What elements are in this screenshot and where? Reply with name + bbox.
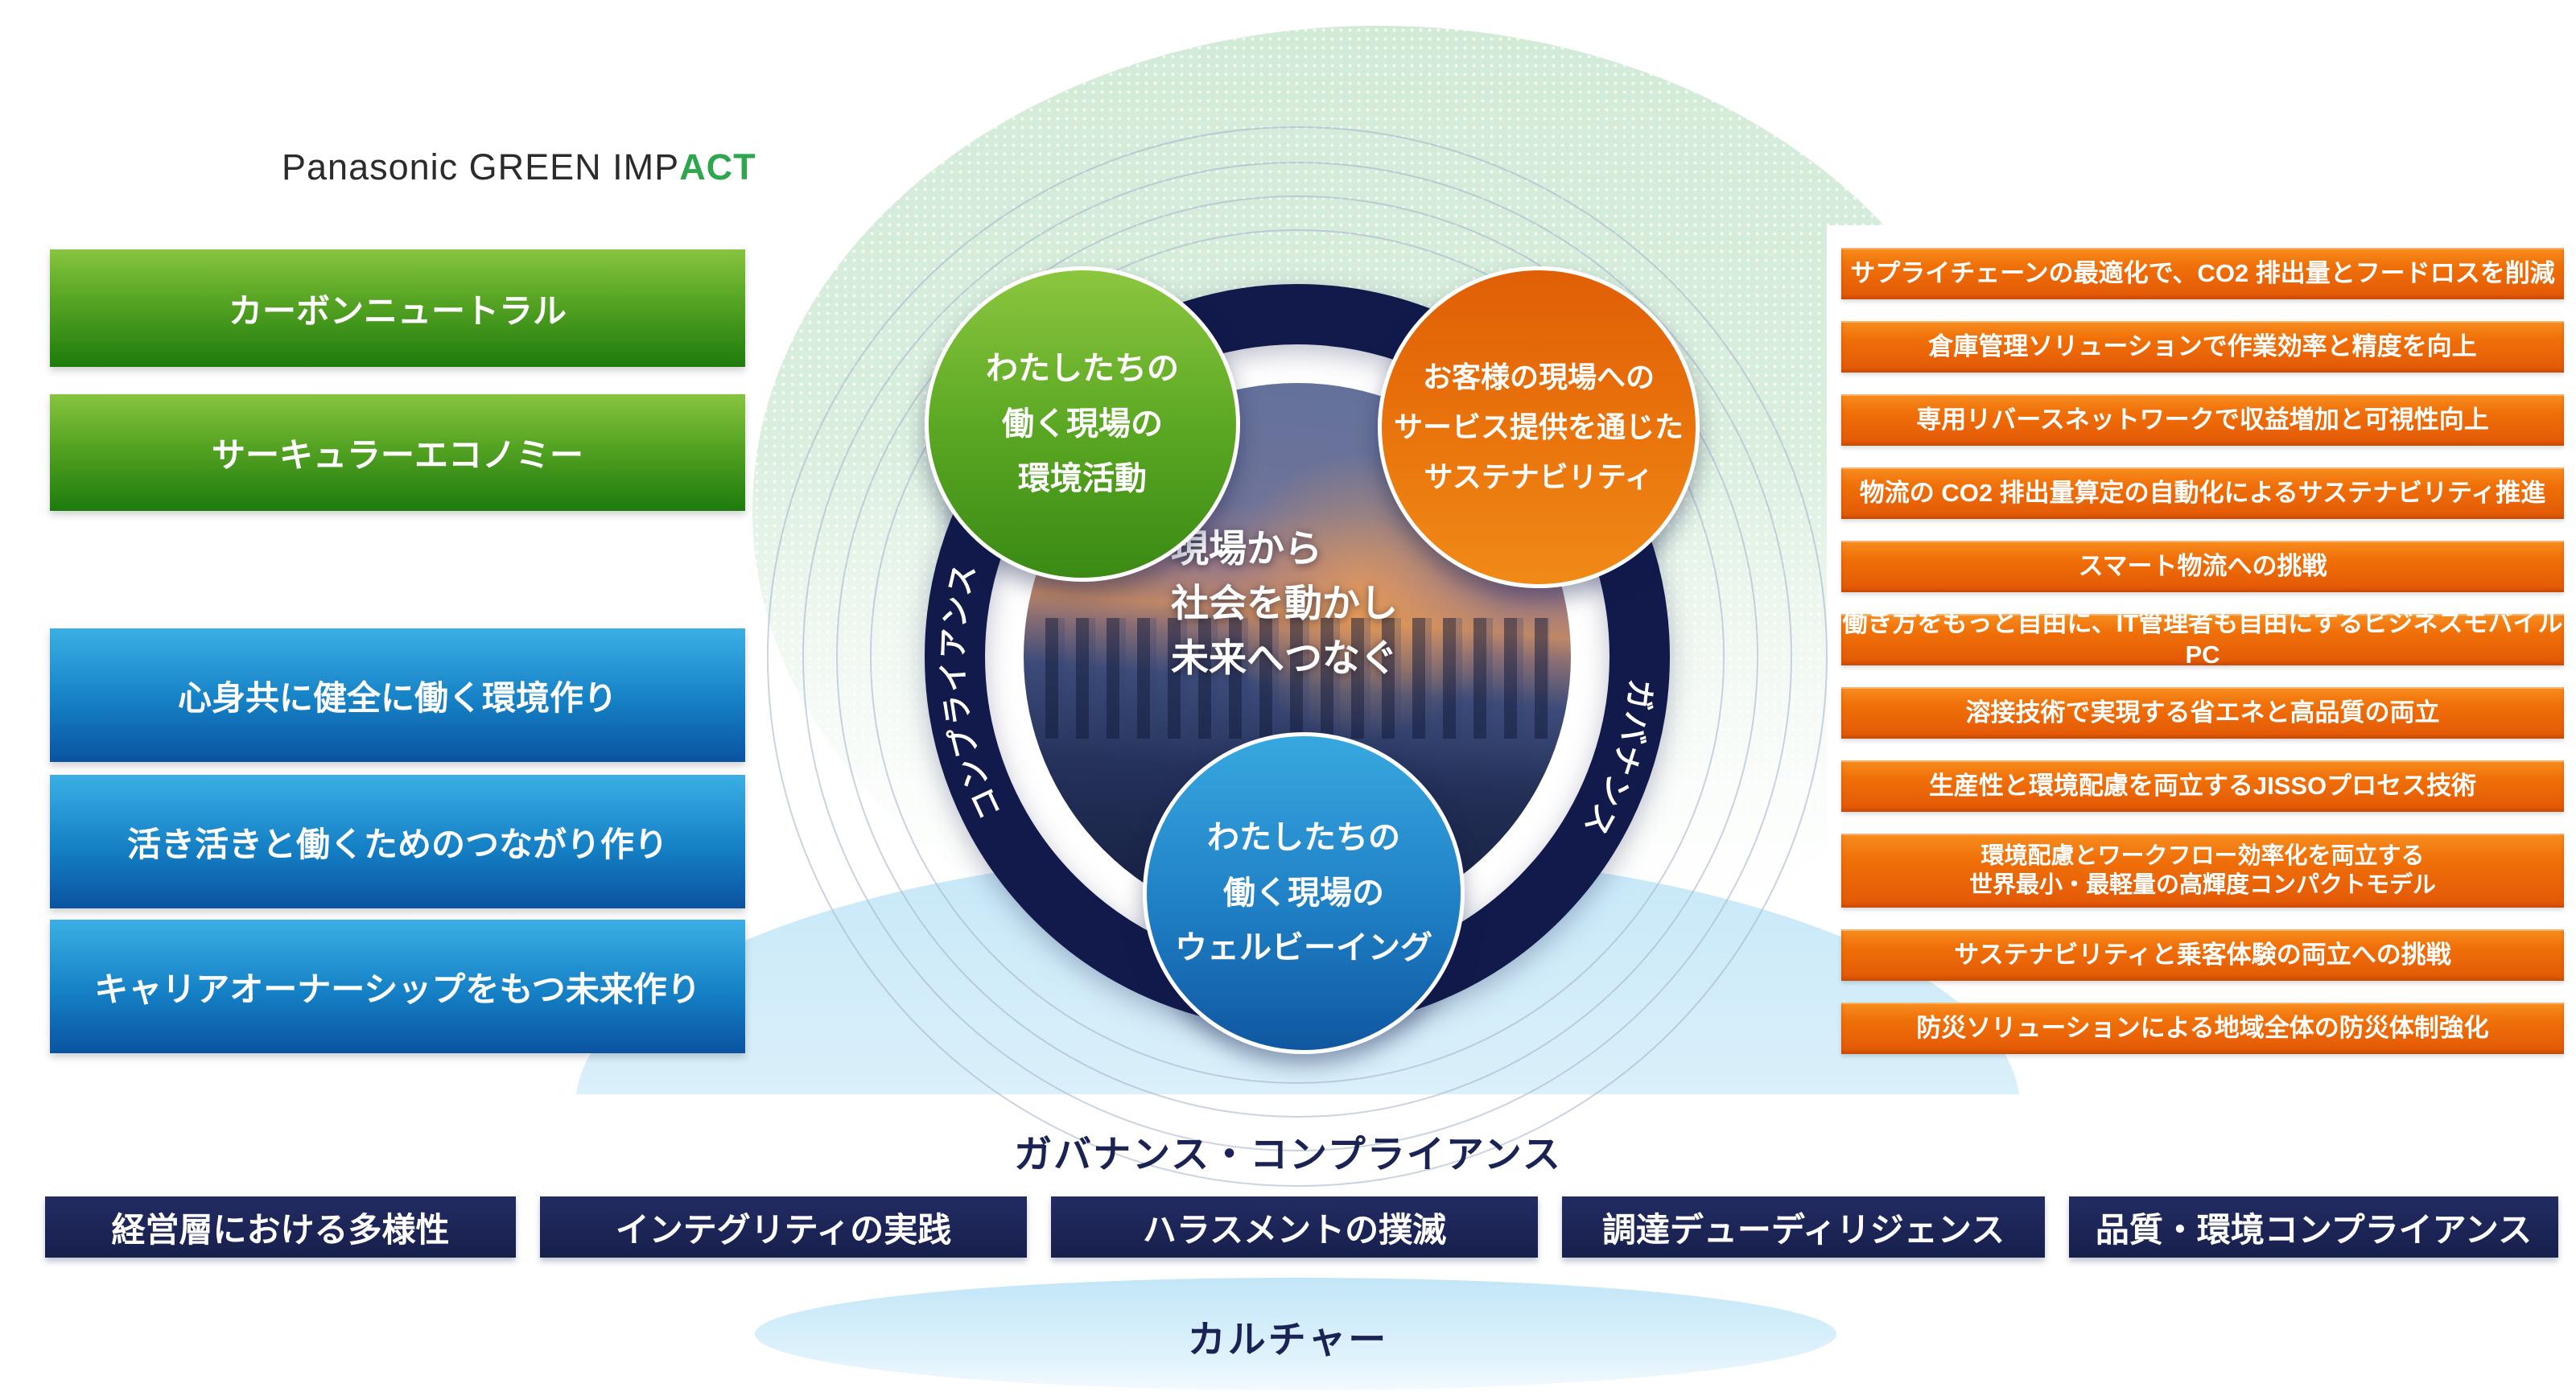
city-skyline-photo xyxy=(1024,383,1571,930)
wellbeing-bubble: わたしたちの 働く現場の ウェルビーイング xyxy=(1143,732,1465,1054)
initiative-bar: 環境配慮とワークフロー効率化を両立する 世界最小・最軽量の高輝度コンパクトモデル xyxy=(1841,834,2564,908)
core-message-line: 社会を動かし xyxy=(1171,582,1398,625)
core-message-line: 未来へつなぐ xyxy=(1171,636,1398,680)
governance-items-row: 経営層における多様性 インテグリティの実践 ハラスメントの撲滅 調達デューディリ… xyxy=(45,1196,2561,1258)
bubble-line: お客様の現場への xyxy=(1422,360,1655,394)
bubble-line: 環境活動 xyxy=(1018,461,1147,497)
compliance-ring-label-text: コンプライアンス xyxy=(937,559,1007,824)
governance-item-due-diligence: 調達デューディリジェンス xyxy=(1562,1196,2045,1258)
bubble-line: サービス提供を通じた xyxy=(1393,410,1684,444)
concentric-arcs xyxy=(767,126,1828,1187)
bubble-line: 働く現場の xyxy=(1002,406,1163,442)
core-message-line: 現場から xyxy=(1171,527,1322,570)
core-message: 現場から 社会を動かし 未来へつなぐ xyxy=(1171,521,1589,686)
governance-ring-label-text: ガバナンス xyxy=(1577,677,1656,842)
bubble-line: サステナビリティ xyxy=(1424,459,1654,493)
pillar-label: 心身共に健全に働く環境作り xyxy=(177,678,617,717)
pillar-career-ownership: キャリアオーナーシップをもつ未来作り xyxy=(50,920,745,1053)
initiative-bar: 専用リバースネットワークで収益増加と可視性向上 xyxy=(1841,394,2564,446)
compliance-ring-label: コンプライアンス xyxy=(937,559,1008,824)
pillar-label: 活き活きと働くためのつながり作り xyxy=(126,825,668,863)
bubble-line: 働く現場の xyxy=(1223,875,1384,911)
pillar-lively-connections: 活き活きと働くためのつながり作り xyxy=(50,775,745,908)
culture-band xyxy=(755,1278,1836,1390)
pillar-label: サーキュラーエコノミー xyxy=(211,436,583,474)
governance-item-integrity: インテグリティの実践 xyxy=(540,1196,1027,1258)
governance-ring-label: ガバナンス xyxy=(1577,677,1658,842)
pillar-label: キャリアオーナーシップをもつ未来作り xyxy=(94,970,701,1008)
initiative-bar: 防災ソリューションによる地域全体の防災体制強化 xyxy=(1841,1003,2564,1054)
bubble-line: ウェルビーイング xyxy=(1175,930,1432,966)
initiative-bar: サプライチェーンの最適化で、CO2 排出量とフードロスを削減 xyxy=(1841,248,2564,299)
governance-item-harassment: ハラスメントの撲滅 xyxy=(1051,1196,1538,1258)
environment-activity-bubble: わたしたちの 働く現場の 環境活動 xyxy=(925,266,1240,582)
governance-compliance-heading: ガバナンス・コンプライアンス xyxy=(1014,1133,1562,1176)
initiative-bar: 倉庫管理ソリューションで作業効率と精度を向上 xyxy=(1841,321,2564,373)
culture-label: カルチャー xyxy=(1187,1318,1389,1361)
pillar-circular-economy: サーキュラーエコノミー xyxy=(50,394,745,511)
pillar-label: カーボンニュートラル xyxy=(228,291,567,330)
initiative-bar: 働き方をもっと自由に、IT管理者も自由にするビジネスモバイルPC xyxy=(1841,609,2564,669)
pillar-carbon-neutral: カーボンニュートラル xyxy=(50,249,745,367)
bubble-line: わたしたちの xyxy=(986,350,1179,386)
governance-item-diversity: 経営層における多様性 xyxy=(45,1196,516,1258)
initiative-list: サプライチェーンの最適化で、CO2 排出量とフードロスを削減 倉庫管理ソリューシ… xyxy=(1841,248,2564,1054)
panasonic-green-impact-logo: Panasonic GREEN IMPACT xyxy=(282,146,756,188)
initiative-bar: 生産性と環境配慮を両立するJISSOプロセス技術 xyxy=(1841,760,2564,812)
bubble-line: わたしたちの xyxy=(1207,819,1400,855)
pillar-healthy-workplace: 心身共に健全に働く環境作り xyxy=(50,628,745,762)
governance-item-quality-compliance: 品質・環境コンプライアンス xyxy=(2069,1196,2558,1258)
initiative-bar: 溶接技術で実現する省エネと高品質の両立 xyxy=(1841,687,2564,739)
logo-prefix: Panasonic GREEN IMP xyxy=(282,146,680,187)
initiative-bar: 物流の CO2 排出量算定の自動化によるサステナビリティ推進 xyxy=(1841,467,2564,519)
initiative-bar: スマート物流への挑戦 xyxy=(1841,541,2564,592)
initiative-bar: サステナビリティと乗客体験の両立への挑戦 xyxy=(1841,929,2564,981)
customer-sustainability-bubble: お客様の現場への サービス提供を通じた サステナビリティ xyxy=(1378,266,1700,588)
logo-accent: ACT xyxy=(679,146,756,187)
